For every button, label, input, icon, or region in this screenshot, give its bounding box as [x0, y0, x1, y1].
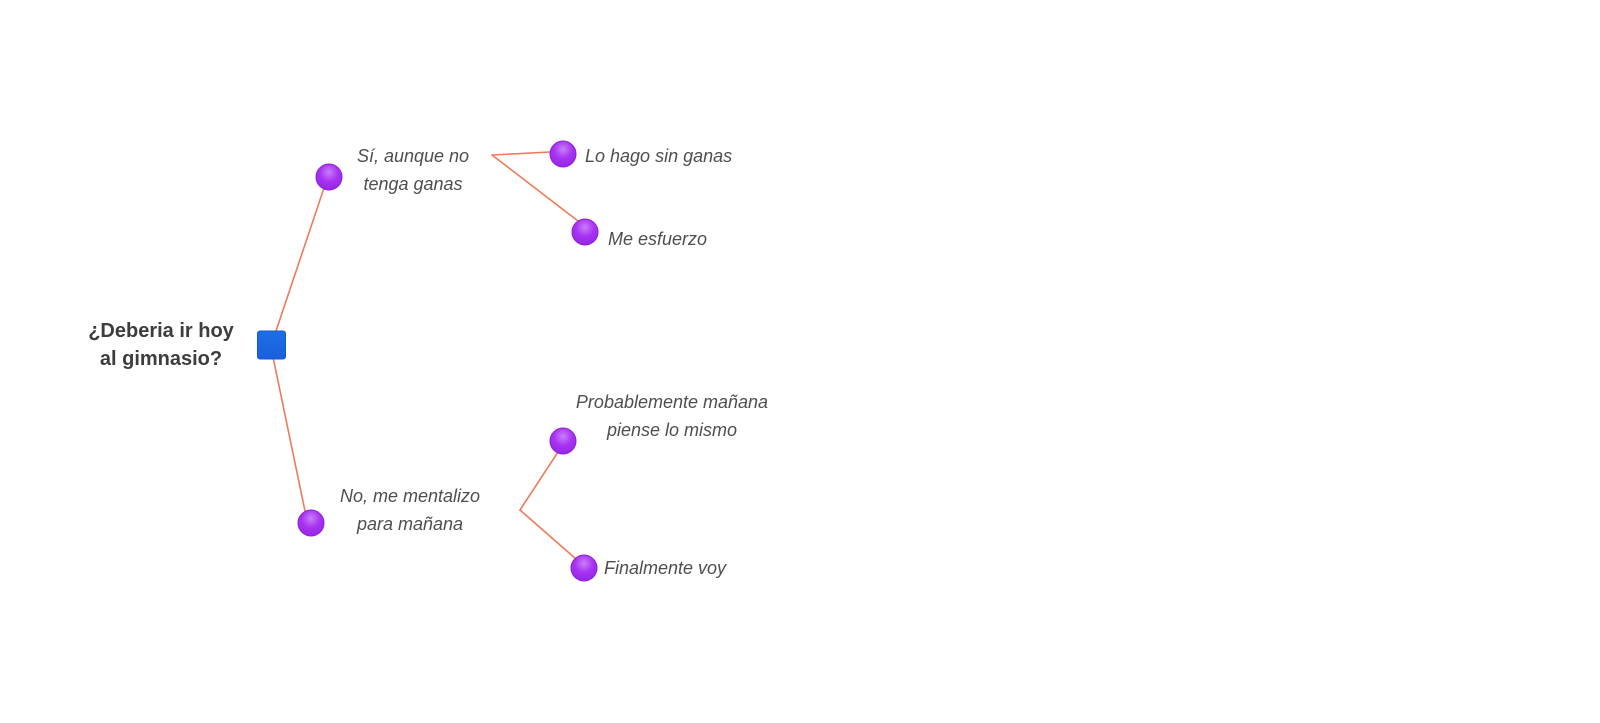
branch-node-yes[interactable]	[315, 163, 343, 191]
root-node[interactable]	[257, 330, 286, 360]
edge-no-to-probablemente	[519, 451, 559, 511]
leaf-node-lo-hago[interactable]	[549, 140, 577, 168]
root-node-label[interactable]: ¿Deberia ir hoy al gimnasio?	[88, 320, 234, 370]
leaf-node-me-esfuerzo[interactable]	[571, 218, 599, 246]
edge-root-to-yes	[275, 187, 325, 332]
edge-yes-to-me-esfuerzo	[491, 154, 579, 222]
edge-no-to-finalmente	[519, 509, 577, 560]
leaf-node-finalmente[interactable]	[570, 554, 598, 582]
branch-node-no[interactable]	[297, 509, 325, 537]
edge-root-to-no	[272, 356, 306, 512]
edge-yes-to-lo-hago	[491, 151, 551, 156]
leaf-finalmente-label[interactable]: Finalmente voy	[604, 558, 727, 578]
branch-no-label[interactable]: No, me mentalizo para mañana	[339, 486, 481, 534]
branch-yes-label[interactable]: Sí, aunque no tenga ganas	[356, 146, 470, 194]
leaf-node-probablemente[interactable]	[549, 427, 577, 455]
leaf-probablemente-label[interactable]: Probablemente mañana piense lo mismo	[575, 392, 769, 440]
leaf-me-esfuerzo-label[interactable]: Me esfuerzo	[608, 229, 708, 249]
leaf-lo-hago-label[interactable]: Lo hago sin ganas	[585, 146, 733, 166]
